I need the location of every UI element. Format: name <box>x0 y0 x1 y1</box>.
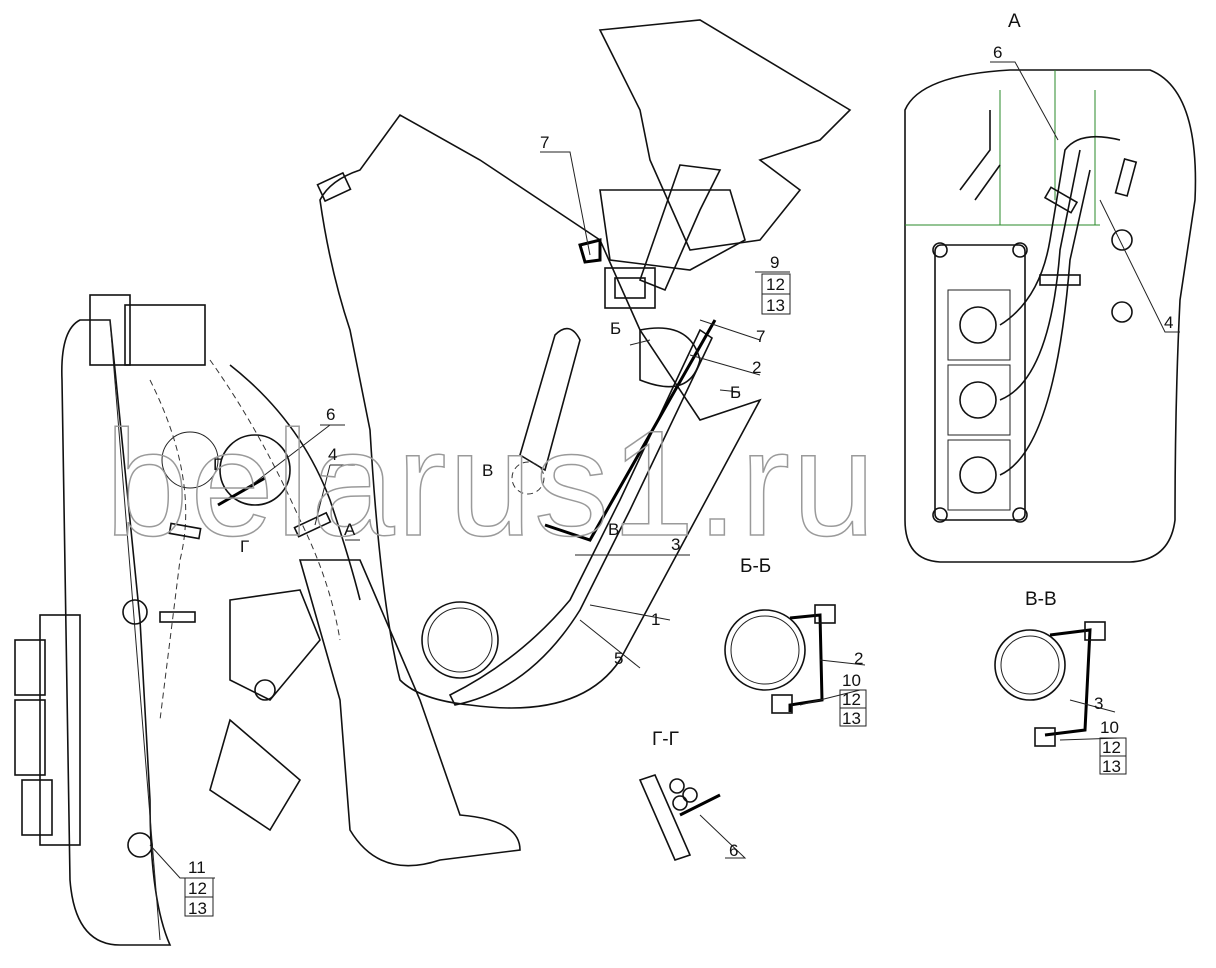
view-a <box>904 69 1197 563</box>
section-mark: Б <box>610 319 621 338</box>
section-bb <box>724 604 836 714</box>
callout-label: 7 <box>756 327 765 346</box>
section-mark: Б <box>730 383 741 402</box>
callout-label: 6 <box>326 405 335 424</box>
callout-label: 12 <box>1102 738 1121 757</box>
section-mark: В <box>482 461 493 480</box>
callout-label: 3 <box>1094 694 1103 713</box>
left-panel <box>14 294 521 946</box>
callout-label: 2 <box>854 649 863 668</box>
callout-label: 9 <box>770 253 779 272</box>
callout-label: 5 <box>614 649 623 668</box>
section-mark: В <box>608 520 619 539</box>
callout-label: 7 <box>540 133 549 152</box>
callout-label: 4 <box>1164 313 1173 332</box>
main-housing <box>316 19 852 709</box>
callout-label: 4 <box>328 445 337 464</box>
watermark: belarus1.ru <box>105 399 877 567</box>
section-vv <box>994 621 1106 747</box>
callout-label: 11 <box>188 858 206 877</box>
view-a-title: А <box>1008 11 1021 32</box>
section-mark: Г <box>240 537 249 556</box>
section-mark: Г <box>213 455 222 474</box>
section-gg-title: Г-Г <box>652 729 679 750</box>
callout-label: 12 <box>842 690 861 709</box>
callout-label: 10 <box>1100 718 1119 737</box>
callout-label: 2 <box>752 358 761 377</box>
callout-label: 13 <box>842 709 861 728</box>
callout-label: 6 <box>993 43 1002 62</box>
section-bb-title: Б-Б <box>740 556 771 577</box>
callout-label: 12 <box>766 275 785 294</box>
callout-label: 6 <box>729 841 738 860</box>
callouts: 6 4 7 9 12 13 7 Б 2 Б 6 4 Г Г А В В 3 1 … <box>188 43 1173 918</box>
callout-label: 13 <box>1102 757 1121 776</box>
callout-label: 3 <box>671 535 680 554</box>
section-gg <box>638 774 721 861</box>
callout-label: 13 <box>188 899 207 918</box>
callout-label: 12 <box>188 879 207 898</box>
callout-label: 13 <box>766 296 785 315</box>
section-vv-title: В-В <box>1025 589 1057 610</box>
callout-label: 1 <box>651 610 660 629</box>
leader-lines <box>149 61 1180 879</box>
view-mark: А <box>344 520 356 539</box>
callout-label: 10 <box>842 671 861 690</box>
callout-boxes <box>184 273 1127 917</box>
